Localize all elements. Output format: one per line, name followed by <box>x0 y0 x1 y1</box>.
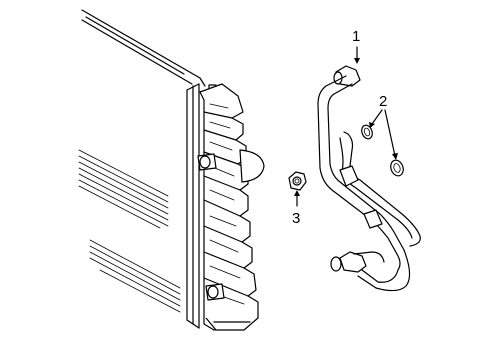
callout-2: 2 <box>379 93 388 110</box>
leader-arrow-2b <box>392 153 398 160</box>
leader-line-2a <box>371 109 383 125</box>
hex-nut-icon <box>288 171 307 191</box>
leader-arrow-1 <box>354 58 360 64</box>
leader-arrow-3 <box>294 190 300 196</box>
radiator-core-icon <box>78 9 206 313</box>
radiator-side-tank-icon <box>186 83 265 331</box>
leader-arrow-2a <box>369 122 375 128</box>
cooler-line-assembly-icon <box>317 65 421 292</box>
o-ring-seal-icon <box>361 124 404 177</box>
callout-3: 3 <box>292 210 301 227</box>
leader-line-2b <box>384 109 396 157</box>
callout-1: 1 <box>352 28 361 45</box>
